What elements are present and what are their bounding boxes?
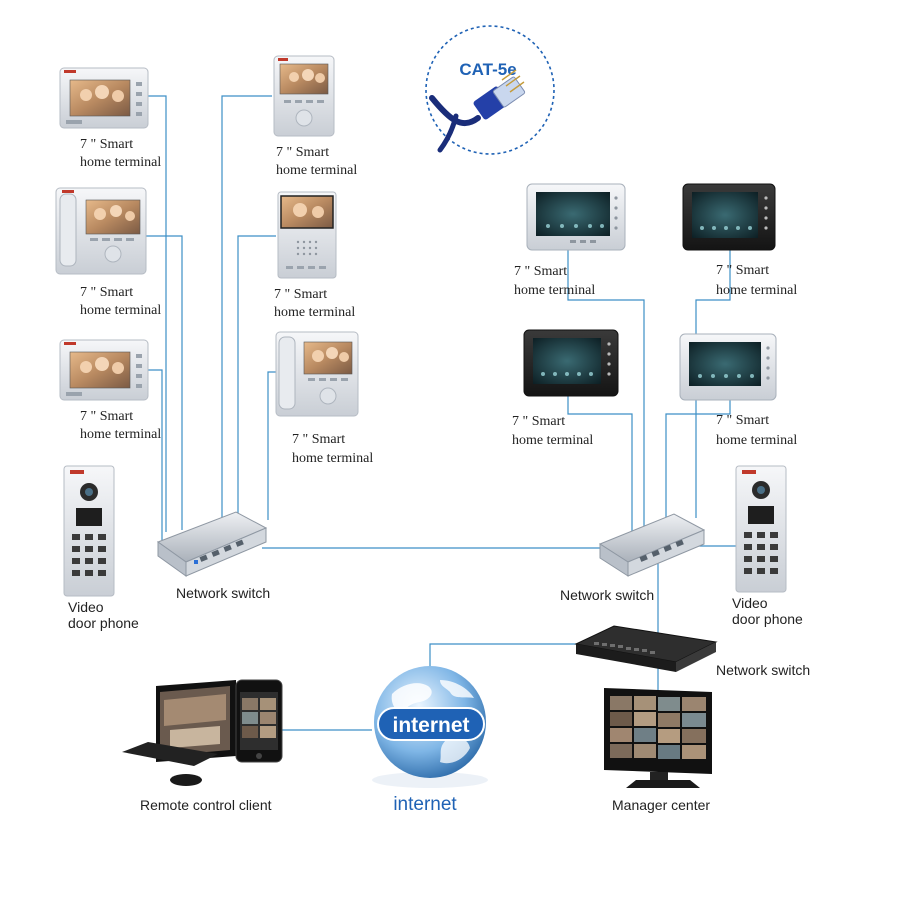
cable-left-3 [146,369,163,540]
door-phone-left-label-2: door phone [68,615,139,631]
monitor-icon [156,680,236,762]
terminal-right-4 [679,333,777,401]
cable-left-1 [148,95,167,532]
terminal-mid-1 [273,55,335,137]
terminal-mid-2 [277,191,337,279]
terminal-mid-3-label-1: 7 " Smart [292,432,345,447]
terminal-left-2-label-2: home terminal [80,303,161,318]
remote-control-client [122,679,283,786]
manager-center [604,688,712,788]
terminal-right-4-label-2: home terminal [716,433,797,448]
cable-hub-to-globe [429,643,598,670]
door-phone-left-label-1: Video [68,599,104,615]
remote-control-client-label: Remote control client [140,797,272,813]
cable-right-3 [567,396,633,534]
cable-right-4 [665,400,731,524]
terminal-left-2 [55,187,147,275]
cable-right-1 [567,248,645,528]
terminal-right-1-label-2: home terminal [514,283,595,298]
terminal-mid-2-label-2: home terminal [274,305,355,320]
terminal-right-3-label-1: 7 " Smart [512,414,565,429]
cctv-grid [610,696,706,759]
terminal-mid-3-label-2: home terminal [292,451,373,466]
terminal-left-1 [59,67,149,129]
internet-caption: internet [393,794,457,815]
terminal-right-4-label-1: 7 " Smart [716,413,769,428]
network-switch-left-label: Network switch [176,585,270,601]
terminal-left-3-label-1: 7 " Smart [80,409,133,424]
cable-top-1 [221,95,272,520]
network-switch-right [598,513,706,577]
cable-top-3 [267,371,276,520]
terminal-left-2-label-1: 7 " Smart [80,285,133,300]
door-phone-right [735,465,787,593]
cable-left-2 [146,235,183,530]
terminal-left-3-label-2: home terminal [80,427,161,442]
cable-top-2 [237,235,276,518]
cat5e-badge: CAT-5e [425,25,555,155]
cat5e-label: CAT-5e [459,60,516,79]
terminal-left-1-label-1: 7 " Smart [80,137,133,152]
terminal-mid-1-label-2: home terminal [276,163,357,178]
smartphone-icon [235,679,283,763]
network-switch-hub [574,625,718,672]
cat5e-cable-icon [429,69,526,153]
network-switch-hub-label: Network switch [716,662,810,678]
terminal-right-1 [526,183,626,251]
cables [146,95,738,731]
manager-center-label: Manager center [612,797,710,813]
terminal-mid-1-label-1: 7 " Smart [276,145,329,160]
terminal-right-2-label-2: home terminal [716,283,797,298]
terminal-right-3 [523,329,619,397]
globe-icon: internet [372,666,488,788]
network-switch-left [156,511,268,577]
terminal-left-3 [59,339,149,401]
door-phone-right-label-1: Video [732,595,768,611]
terminal-mid-3 [275,331,359,417]
network-switch-right-label: Network switch [560,587,654,603]
door-phone-left [63,465,115,597]
terminal-left-1-label-2: home terminal [80,155,161,170]
terminal-right-3-label-2: home terminal [512,433,593,448]
terminal-mid-2-label-1: 7 " Smart [274,287,327,302]
terminal-right-2-label-1: 7 " Smart [716,263,769,278]
cable-right-2 [695,250,731,518]
globe-label: internet [392,714,469,737]
terminal-right-2 [682,183,776,251]
terminal-right-1-label-1: 7 " Smart [514,264,567,279]
door-phone-right-label-2: door phone [732,611,803,627]
